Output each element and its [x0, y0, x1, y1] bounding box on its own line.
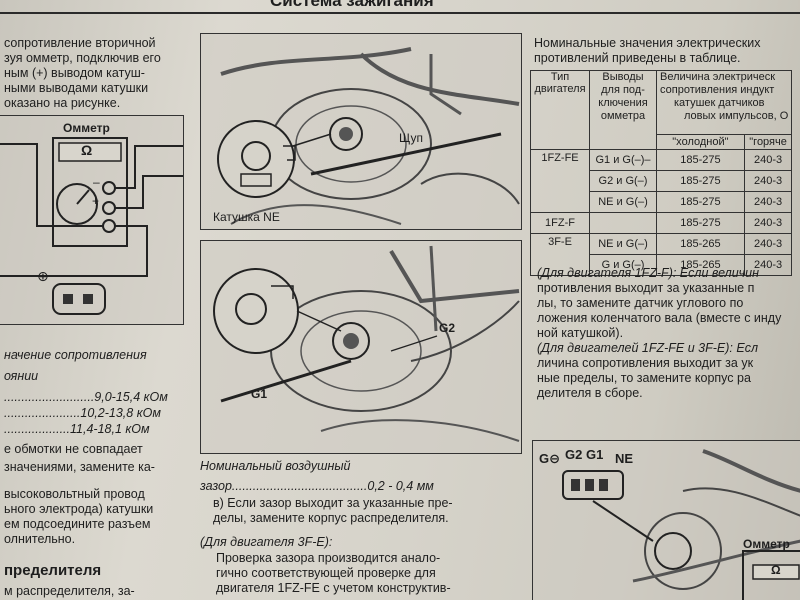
- distributor-drawing-1: [217, 47, 520, 225]
- value-row: ..........................9,0-15,4 кОм: [4, 390, 168, 404]
- page-header: Система зажигания: [270, 0, 434, 10]
- hv-wire-text: высоковольтный провод ьного электрода) к…: [4, 487, 153, 547]
- resistance-values: ..........................9,0-15,4 кОм .…: [4, 390, 168, 438]
- coil-ne-label: Катушка NE: [213, 210, 280, 224]
- text-line: ем подсоедините разъем: [4, 517, 151, 531]
- value-row: ......................10,2-13,8 кОм: [4, 406, 161, 420]
- left-intro-line: оказано на рисунке.: [4, 96, 121, 110]
- plus-sign: +: [92, 194, 100, 208]
- left-intro-line: зуя омметр, подключив его: [4, 51, 161, 65]
- item-v-text: в) Если зазор выходит за указанные пре- …: [213, 496, 453, 526]
- check-text: Проверка зазора производится анало- гичн…: [216, 551, 451, 596]
- text-line: делителя в сборе.: [537, 386, 643, 400]
- para-1fz-f: (Для двигателя 1FZ-F): Если величин прот…: [537, 266, 781, 341]
- text-line: в) Если зазор выходит за указанные пре-: [213, 496, 453, 510]
- gap-value: 0,2 - 0,4 мм: [367, 479, 434, 493]
- text-line: противлений приведены в таблице.: [534, 51, 741, 65]
- text-line: е обмотки не совпадает: [4, 442, 143, 456]
- gap-caption: Номинальный воздушный: [200, 459, 351, 473]
- table-row: 1FZ-FE G1 и G(–)– 185-275 240-3: [530, 149, 793, 213]
- value-caption-2: оянии: [4, 369, 39, 383]
- right-intro-text: Номинальные значения электрических проти…: [534, 36, 760, 66]
- text-line: гично соответствующей проверке для: [216, 566, 436, 580]
- section-title: пределителя: [4, 562, 102, 579]
- header-rule: [0, 12, 800, 14]
- distributor-figure-2: G2 G1: [200, 240, 522, 454]
- ohm-icon: Ω: [771, 563, 781, 577]
- left-last-line: м распределителя, за-: [4, 584, 135, 598]
- value-caption-1: начение сопротивления: [4, 348, 147, 362]
- g2-g1-label: G2 G1: [565, 447, 604, 462]
- minus-sign: –: [93, 175, 100, 189]
- g-minus-label: G⊖: [539, 451, 561, 466]
- feeler-label: Щуп: [399, 131, 424, 145]
- left-intro-line: сопротивление вторичной: [4, 36, 156, 50]
- table-header-cold: "холодной": [656, 134, 745, 150]
- text-line: ложения коленчатого вала (вместе с инду: [537, 311, 782, 325]
- text-line: противления выходит за указанные п: [537, 281, 755, 295]
- ohmmeter-drawing: [0, 137, 183, 315]
- text-line: олнительно.: [4, 532, 76, 546]
- g2-label: G2: [439, 321, 456, 335]
- distributor-drawing-2: [213, 245, 520, 442]
- distributor-figure-1: Щуп Катушка NE: [200, 33, 522, 230]
- text-line: личина сопротивления выходит за ук: [537, 356, 754, 370]
- gap-line: зазор...................................…: [200, 479, 434, 493]
- plus-circle-icon: ⊕: [37, 268, 49, 284]
- left-intro-line: ными выводами катушки: [4, 81, 149, 95]
- text-line: двигателя 1FZ-FE с учетом конструктив-: [216, 581, 451, 595]
- sensor-connector-drawing: [562, 449, 800, 600]
- table-row: NE и G(–) 185-275 240-3: [531, 191, 793, 213]
- table-row: 1FZ-F 185-275 240-3: [530, 212, 793, 234]
- text-line: (Для двигателя 1FZ-F): Если величин: [537, 266, 759, 280]
- ohm-icon: Ω: [81, 142, 93, 158]
- text-line: делы, замените корпус распределителя.: [213, 511, 449, 525]
- ohmmeter-label-2: Омметр: [743, 537, 790, 551]
- text-line: Проверка зазора производится анало-: [216, 551, 441, 565]
- text-line: высоковольтный провод: [4, 487, 145, 501]
- table-row: G и G(–) 185-265 240-3: [531, 254, 793, 276]
- text-line: лы, то замените датчик углового по: [537, 296, 744, 310]
- ohmmeter-label: Омметр: [63, 121, 110, 135]
- value-row: ...................11,4-18,1 кОм: [4, 422, 150, 436]
- text-line: значениями, замените ка-: [4, 460, 155, 474]
- text-line: Номинальные значения электрических: [534, 36, 761, 50]
- engine-note: (Для двигателя 3F-E):: [200, 535, 333, 549]
- text-line: ные пределы, то замените корпус ра: [537, 371, 751, 385]
- sensor-connector-figure: G⊖ G2 G1 NE Омметр Ω: [532, 440, 800, 600]
- left-intro-text: сопротивление вторичной зуя омметр, подк…: [4, 36, 161, 111]
- text-line: ьного электрода) катушки: [4, 502, 154, 516]
- ohmmeter-figure: Омметр Ω – + ⊕: [0, 115, 184, 325]
- text-line: ной катушкой).: [537, 326, 624, 340]
- table-header-hot: "горяче: [743, 134, 793, 150]
- g1-label: G1: [251, 387, 268, 401]
- ne-label: NE: [615, 451, 634, 466]
- after-values-text: е обмотки не совпадает значениями, замен…: [4, 442, 155, 475]
- text-line: (Для двигателей 1FZ-FE и 3F-E): Есл: [537, 341, 758, 355]
- table-row: 3F-E NE и G(–) 185-265 240-3: [530, 233, 793, 276]
- para-1fz-fe-3f-e: (Для двигателей 1FZ-FE и 3F-E): Есл личи…: [537, 341, 758, 401]
- left-intro-line: ным (+) выводом катуш-: [4, 66, 145, 80]
